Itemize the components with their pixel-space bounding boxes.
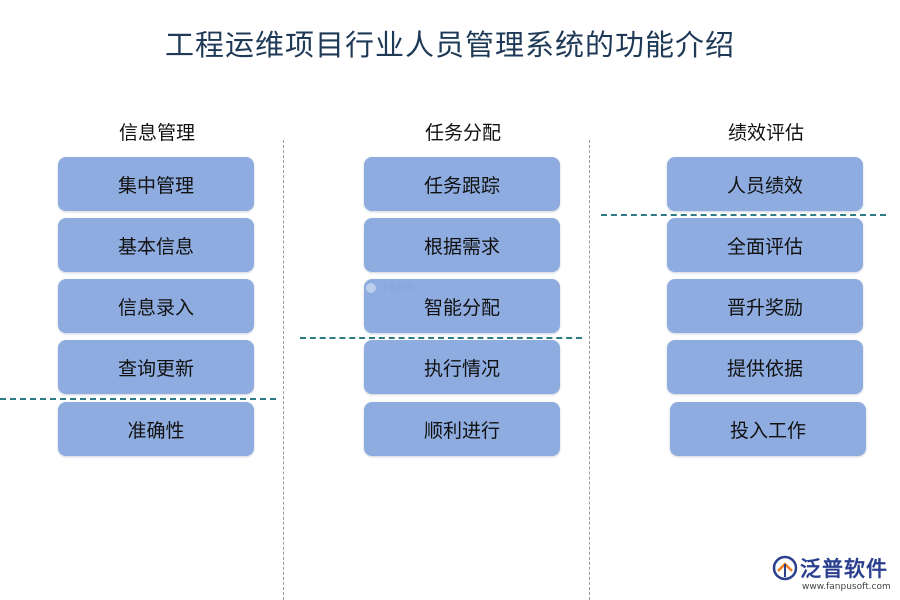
watermark-text: 泛普软件 bbox=[379, 284, 416, 294]
box-perf-4: 提供依据 bbox=[667, 340, 863, 394]
box-perf-1: 人员绩效 bbox=[667, 157, 863, 211]
column-heading-info-management: 信息管理 bbox=[118, 122, 195, 144]
column-divider bbox=[283, 140, 284, 600]
box-task-3: 智能分配 bbox=[364, 279, 560, 333]
box-info-5: 准确性 bbox=[58, 402, 254, 456]
separator-dash bbox=[0, 398, 276, 400]
separator-dash bbox=[601, 214, 886, 216]
brand-name: 泛普软件 bbox=[800, 557, 888, 581]
brand-url: www.fanpusoft.com bbox=[802, 582, 891, 592]
watermark: 泛普软件 bbox=[366, 281, 415, 294]
watermark-logo-icon bbox=[366, 282, 376, 293]
box-perf-3: 晋升奖励 bbox=[667, 279, 863, 333]
page-title: 工程运维项目行业人员管理系统的功能介绍 bbox=[164, 28, 735, 62]
box-info-3: 信息录入 bbox=[58, 279, 254, 333]
column-divider bbox=[589, 140, 590, 600]
box-task-2: 根据需求 bbox=[364, 218, 560, 272]
column-heading-task-assignment: 任务分配 bbox=[424, 122, 501, 144]
box-info-1: 集中管理 bbox=[58, 157, 254, 211]
box-info-4: 查询更新 bbox=[58, 340, 254, 394]
box-perf-5: 投入工作 bbox=[670, 402, 866, 456]
box-perf-2: 全面评估 bbox=[667, 218, 863, 272]
brand-mark-icon bbox=[772, 555, 798, 581]
column-heading-performance-evaluation: 绩效评估 bbox=[727, 122, 804, 144]
brand-logo: 泛普软件 www.fanpusoft.com bbox=[772, 553, 892, 597]
separator-dash bbox=[300, 337, 582, 339]
box-task-5: 顺利进行 bbox=[364, 402, 560, 456]
box-info-2: 基本信息 bbox=[58, 218, 254, 272]
box-task-1: 任务跟踪 bbox=[364, 157, 560, 211]
box-task-4: 执行情况 bbox=[364, 340, 560, 394]
